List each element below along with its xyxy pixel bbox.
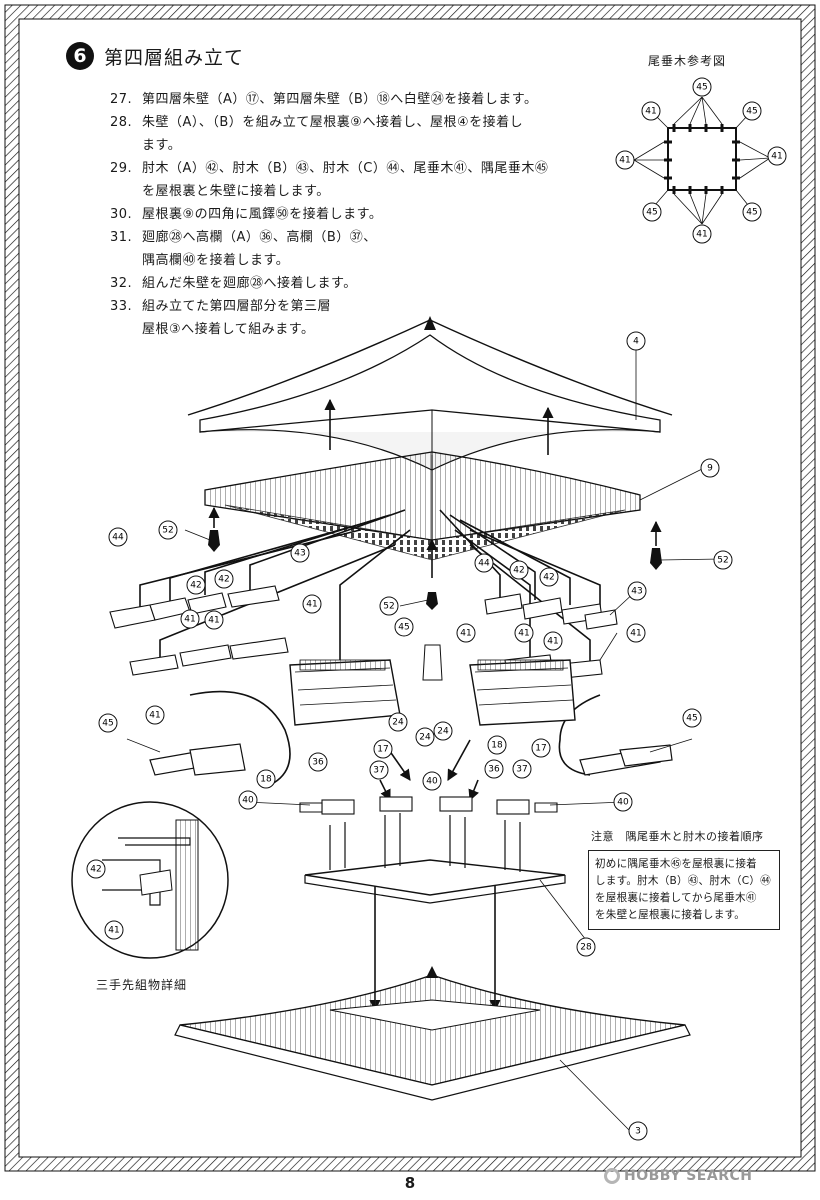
instruction-item: 28. 朱壁（A）、（B）を組み立て屋根裏⑨へ接着し、屋根④を接着し <box>110 111 548 134</box>
instruction-number: 33. <box>110 299 133 314</box>
instruction-text: 組んだ朱壁を廻廊㉘へ接着します。 <box>142 276 357 291</box>
instruction-number: 31. <box>110 230 133 245</box>
instruction-item: 隅高欄㊵を接着します。 <box>110 249 548 272</box>
note-line: します。肘木（B）㊸、肘木（C）㊹ <box>595 875 771 887</box>
wind-bells <box>208 530 662 610</box>
watermark: HOBBY SEARCH <box>604 1168 752 1184</box>
instruction-number <box>110 134 142 157</box>
note-box: 初めに隅尾垂木㊺を屋根裏に接着 します。肘木（B）㊸、肘木（C）㊹ を屋根裏に接… <box>588 850 780 930</box>
instruction-text: ます。 <box>142 138 182 153</box>
instruction-text: 第四層朱壁（A）⑰、第四層朱壁（B）⑱へ白壁㉔を接着します。 <box>142 92 538 107</box>
instruction-text: を屋根裏と朱壁に接着します。 <box>142 184 330 199</box>
watermark-text: HOBBY SEARCH <box>624 1168 753 1184</box>
instruction-number: 30. <box>110 207 133 222</box>
step-number-badge: 6 <box>66 42 94 70</box>
page-number: 8 <box>404 1174 416 1192</box>
instruction-text: 朱壁（A）、（B）を組み立て屋根裏⑨へ接着し、屋根④を接着し <box>142 115 524 130</box>
instruction-number: 28. <box>110 115 133 130</box>
detail-inset <box>71 801 229 959</box>
instruction-item: 27. 第四層朱壁（A）⑰、第四層朱壁（B）⑱へ白壁㉔を接着します。 <box>110 88 548 111</box>
instruction-number <box>110 318 142 341</box>
roof-underside-9 <box>204 451 641 561</box>
instruction-text: 屋根③へ接着して組みます。 <box>142 322 315 337</box>
instruction-number <box>110 180 142 203</box>
corner-rafters <box>149 743 673 776</box>
instruction-item: 30. 屋根裏⑨の四角に風鐸㊿を接着します。 <box>110 203 548 226</box>
bracket-sets <box>109 585 618 680</box>
instruction-text: 隅高欄㊵を接着します。 <box>142 253 290 268</box>
note-heading: 注意 隅尾垂木と肘木の接着順序 <box>591 830 764 843</box>
gallery-28 <box>299 796 566 904</box>
instruction-item: 33. 組み立てた第四層部分を第三層 <box>110 295 548 318</box>
instruction-number: 32. <box>110 276 133 291</box>
instruction-text: 廻廊㉘へ高欄（A）㊱、高欄（B）㊲、 <box>142 230 377 245</box>
instruction-text: 肘木（A）㊷、肘木（B）㊸、肘木（C）㊹、尾垂木㊶、隅尾垂木㊺ <box>142 161 549 176</box>
roof-bottom-3 <box>174 966 691 1101</box>
detail-caption: 三手先組物詳細 <box>96 978 188 992</box>
reference-diagram <box>633 96 771 225</box>
step-title: 第四層組み立て <box>104 46 245 69</box>
instruction-item: 31. 廻廊㉘へ高欄（A）㊱、高欄（B）㊲、 <box>110 226 548 249</box>
watermark-logo-icon <box>604 1168 620 1184</box>
instruction-number: 27. <box>110 92 133 107</box>
instruction-item: ます。 <box>110 134 548 157</box>
page-border <box>5 5 815 1171</box>
instruction-item: を屋根裏と朱壁に接着します。 <box>110 180 548 203</box>
step-heading: 6 第四層組み立て <box>66 42 244 70</box>
instruction-item: 屋根③へ接着して組みます。 <box>110 318 548 341</box>
instruction-list: 27. 第四層朱壁（A）⑰、第四層朱壁（B）⑱へ白壁㉔を接着します。 28. 朱壁（A… <box>110 88 548 341</box>
instruction-text: 組み立てた第四層部分を第三層 <box>142 299 332 314</box>
walls-17-18 <box>289 644 576 726</box>
instruction-number <box>110 249 142 272</box>
instruction-text: 屋根裏⑨の四角に風鐸㊿を接着します。 <box>142 207 383 222</box>
instruction-item: 32. 組んだ朱壁を廻廊㉘へ接着します。 <box>110 272 548 295</box>
note-line: 初めに隅尾垂木㊺を屋根裏に接着 <box>595 858 757 870</box>
note-line: を屋根裏に接着してから尾垂木㊶ <box>595 892 757 904</box>
instruction-item: 29. 肘木（A）㊷、肘木（B）㊸、肘木（C）㊹、尾垂木㊶、隅尾垂木㊺ <box>110 157 548 180</box>
instruction-number: 29. <box>110 161 133 176</box>
reference-diagram-title: 尾垂木参考図 <box>648 54 727 68</box>
note-line: を朱壁と屋根裏に接着します。 <box>595 909 746 921</box>
